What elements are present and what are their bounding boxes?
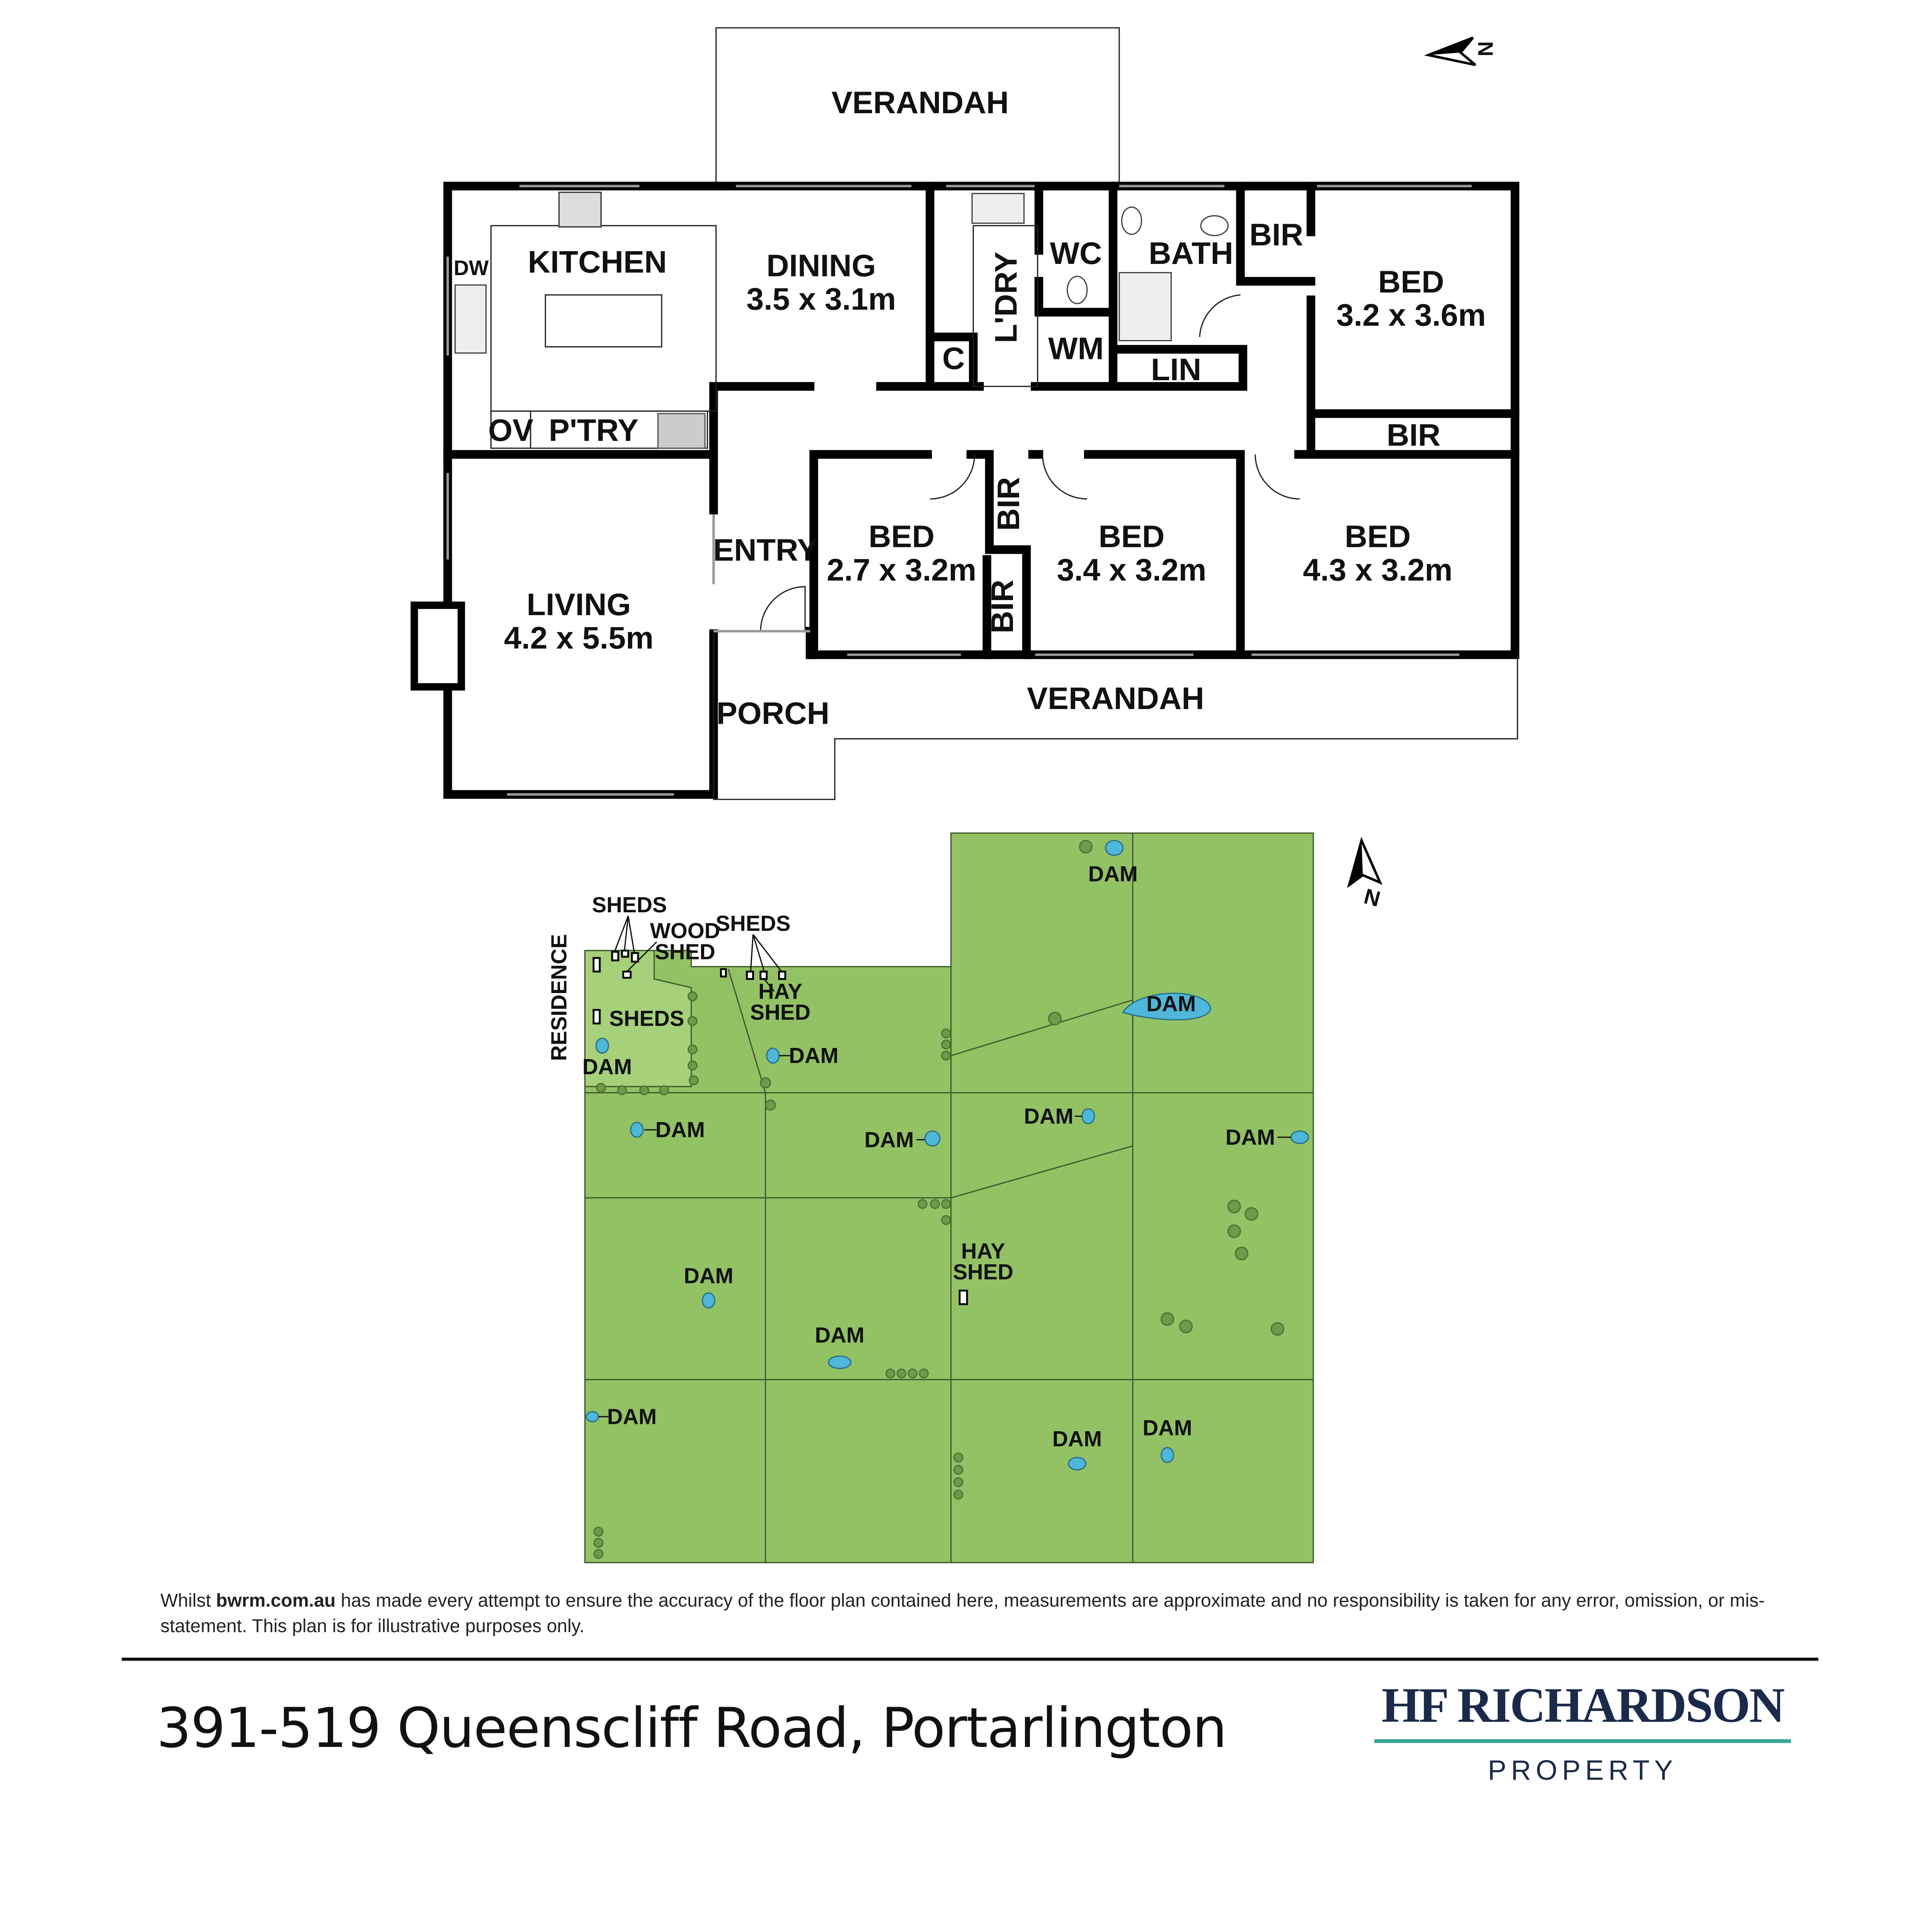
site-label-dam: DAM (655, 1117, 705, 1142)
room-label-bed-2: BED (868, 519, 935, 554)
room-size-living: 4.2 x 5.5m (504, 621, 654, 655)
site-label-dam: DAM (1142, 1415, 1192, 1440)
logo-name: HF RICHARDSON (1381, 1678, 1785, 1733)
windows (446, 185, 1472, 796)
room-label-bed-3: BED (1099, 519, 1165, 554)
room-label-porch: PORCH (717, 696, 829, 731)
property-address: 391-519 Queenscliff Road, Portarlington (157, 1696, 1227, 1760)
site-label-dam: DAM (1226, 1125, 1275, 1149)
room-label-bir: BIR (1249, 218, 1303, 252)
north-arrow-icon: N (1424, 36, 1497, 66)
room-label-bir-3: BIR (991, 477, 1026, 531)
room-size-dining: 3.5 x 3.1m (746, 282, 896, 317)
room-label-c: C (942, 341, 965, 376)
disclaimer-prefix: Whilst (160, 1590, 216, 1611)
room-size-bed-3: 3.4 x 3.2m (1057, 553, 1206, 587)
site-label-dam: DAM (607, 1405, 657, 1429)
room-size-bed-1: 3.2 x 3.6m (1336, 298, 1486, 333)
logo-accent-bar (1374, 1739, 1791, 1743)
room-label-wc: WC (1050, 236, 1102, 271)
room-label-dw: DW (454, 256, 489, 280)
site-label-hay-2: HAY (961, 1239, 1005, 1263)
room-label-pantry: P'TRY (549, 413, 638, 448)
svg-text:N: N (1474, 41, 1497, 56)
room-label-verandah-top: VERANDAH (831, 85, 1009, 120)
room-label-kitchen: KITCHEN (528, 245, 667, 280)
disclaimer-text: has made every attempt to ensure the acc… (160, 1590, 1765, 1636)
room-label-wm: WM (1048, 332, 1104, 366)
room-label-dining: DINING (766, 248, 876, 283)
residence-lot (584, 950, 692, 1087)
room-label-living: LIVING (527, 587, 631, 622)
site-label-hay-shed: SHED (750, 1000, 810, 1024)
room-label-bath: BATH (1149, 236, 1233, 271)
room-label-laundry: L'DRY (989, 252, 1023, 343)
site-plan-drawing: SHEDS WOOD SHED SHEDS HAY SHED RESIDENCE… (546, 832, 1383, 1563)
site-label-hay: HAY (758, 979, 802, 1003)
footer-divider (122, 1658, 1818, 1661)
room-size-bed-2: 2.7 x 3.2m (827, 553, 976, 587)
site-label-dam: DAM (582, 1054, 632, 1079)
disclaimer: Whilst bwrm.com.au has made every attemp… (160, 1588, 1784, 1639)
north-arrow-icon: N (1347, 837, 1383, 911)
site-label-hay-shed-2: SHED (953, 1260, 1013, 1284)
site-label-dam: DAM (815, 1323, 864, 1347)
site-label-dam: DAM (1024, 1104, 1073, 1128)
site-label-dam: DAM (864, 1128, 914, 1152)
site-label-sheds-3: SHEDS (609, 1006, 684, 1031)
room-label-bed-1: BED (1378, 265, 1444, 299)
floor-plan: VERANDAH KITCHEN DINING 3.5 x 3.1m DW L'… (410, 27, 1520, 800)
leader-lines (598, 915, 1291, 1417)
logo-subtitle: PROPERTY (1488, 1755, 1678, 1786)
site-label-sheds-2: SHEDS (716, 911, 791, 935)
room-label-bir-2: BIR (1387, 418, 1440, 453)
room-label-bed-4: BED (1345, 519, 1411, 554)
site-label-dam: DAM (1146, 992, 1196, 1016)
room-label-bir-4: BIR (985, 580, 1020, 633)
room-size-bed-4: 4.3 x 3.2m (1303, 553, 1452, 587)
room-label-lin: LIN (1151, 352, 1201, 387)
site-label-wood-shed: SHED (655, 939, 715, 964)
room-label-ov: OV (488, 413, 533, 448)
floor-plan-drawing: VERANDAH KITCHEN DINING 3.5 x 3.1m DW L'… (410, 27, 1520, 800)
svg-text:N: N (1362, 884, 1383, 911)
dams (586, 840, 1309, 1471)
paddock-lines (585, 833, 1314, 1563)
site-label-dam: DAM (1088, 862, 1138, 886)
room-label-entry: ENTRY (713, 533, 818, 568)
site-plan: SHEDS WOOD SHED SHEDS HAY SHED RESIDENCE… (546, 832, 1383, 1563)
site-label-dam: DAM (1052, 1427, 1102, 1451)
site-label-residence: RESIDENCE (546, 934, 571, 1061)
trees (593, 840, 1284, 1559)
site-label-sheds-1: SHEDS (592, 893, 667, 917)
interior-walls (443, 182, 1520, 659)
site-label-dam: DAM (789, 1043, 838, 1068)
disclaimer-site: bwrm.com.au (216, 1590, 336, 1611)
room-label-verandah-front: VERANDAH (1027, 681, 1204, 716)
site-label-dam: DAM (684, 1264, 733, 1288)
sheds (592, 949, 968, 1305)
agency-logo: HF RICHARDSON PROPERTY (1368, 1677, 1797, 1786)
site-label-wood: WOOD (650, 918, 720, 943)
fixtures (410, 192, 1518, 800)
